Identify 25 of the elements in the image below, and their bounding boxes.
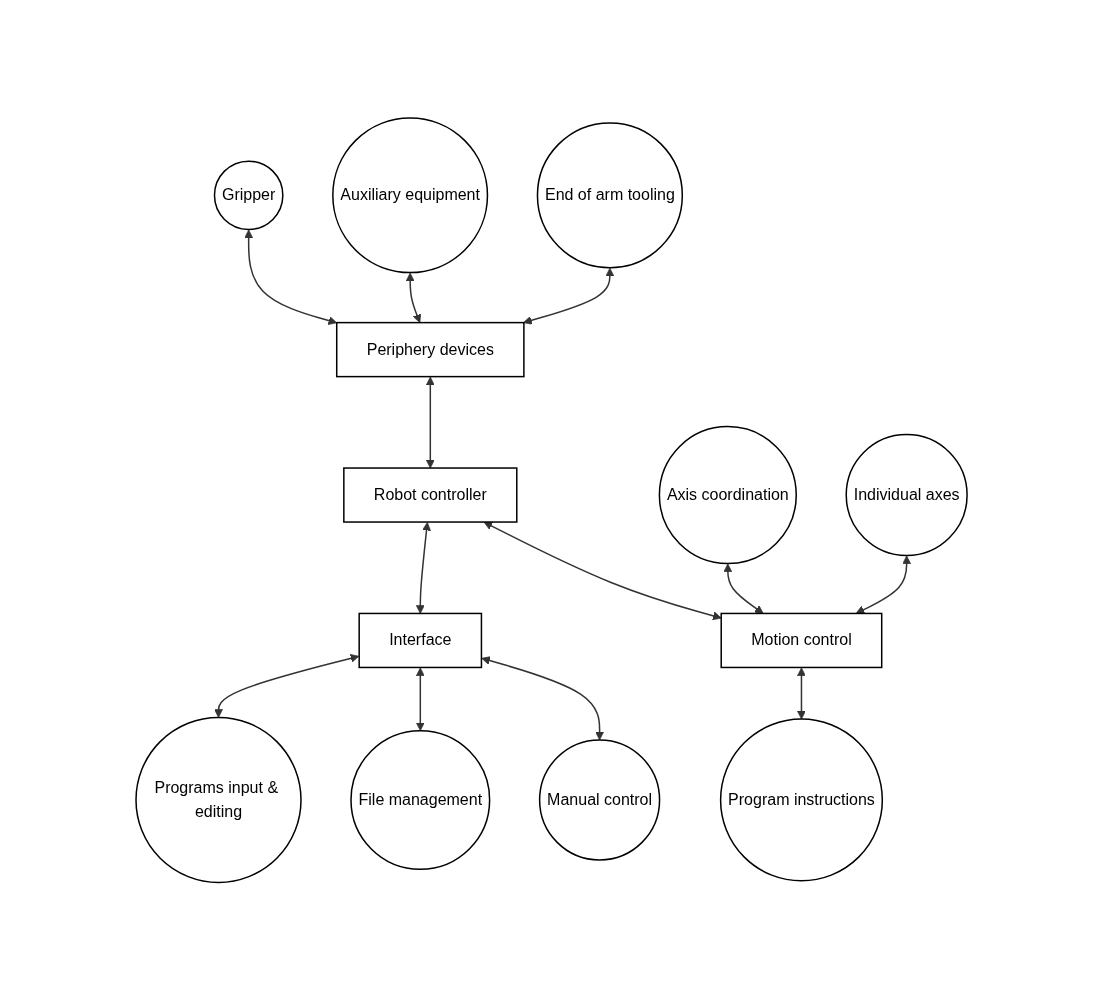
arrow: [481, 656, 604, 741]
arrow: [797, 667, 806, 720]
arrow: [723, 563, 764, 614]
arrow: [405, 272, 422, 323]
node-circle: Manual control: [538, 739, 661, 861]
node-circle: Gripper: [213, 160, 284, 230]
node-box: Interface: [358, 612, 483, 668]
node-circle: End of arm tooling: [536, 121, 683, 269]
node-circle: Program instructions: [719, 718, 883, 882]
arrow: [214, 653, 360, 718]
node-box: Robot controller: [343, 467, 518, 523]
arrow: [415, 521, 431, 614]
arrow: [244, 229, 338, 325]
arrow: [855, 555, 911, 614]
node-circle: Axis coordination: [658, 425, 797, 564]
node-box: Periphery devices: [335, 321, 525, 378]
node-box: Motion control: [720, 612, 883, 668]
arrow: [415, 667, 425, 731]
node-circle: Auxiliary equipment: [332, 117, 489, 274]
node-circle: File management: [350, 729, 491, 870]
node-circle: Programs input & editing: [135, 716, 302, 883]
arrow: [523, 267, 615, 325]
node-circle: Individual axes: [845, 433, 968, 556]
arrow: [483, 521, 722, 620]
arrow: [425, 376, 435, 469]
